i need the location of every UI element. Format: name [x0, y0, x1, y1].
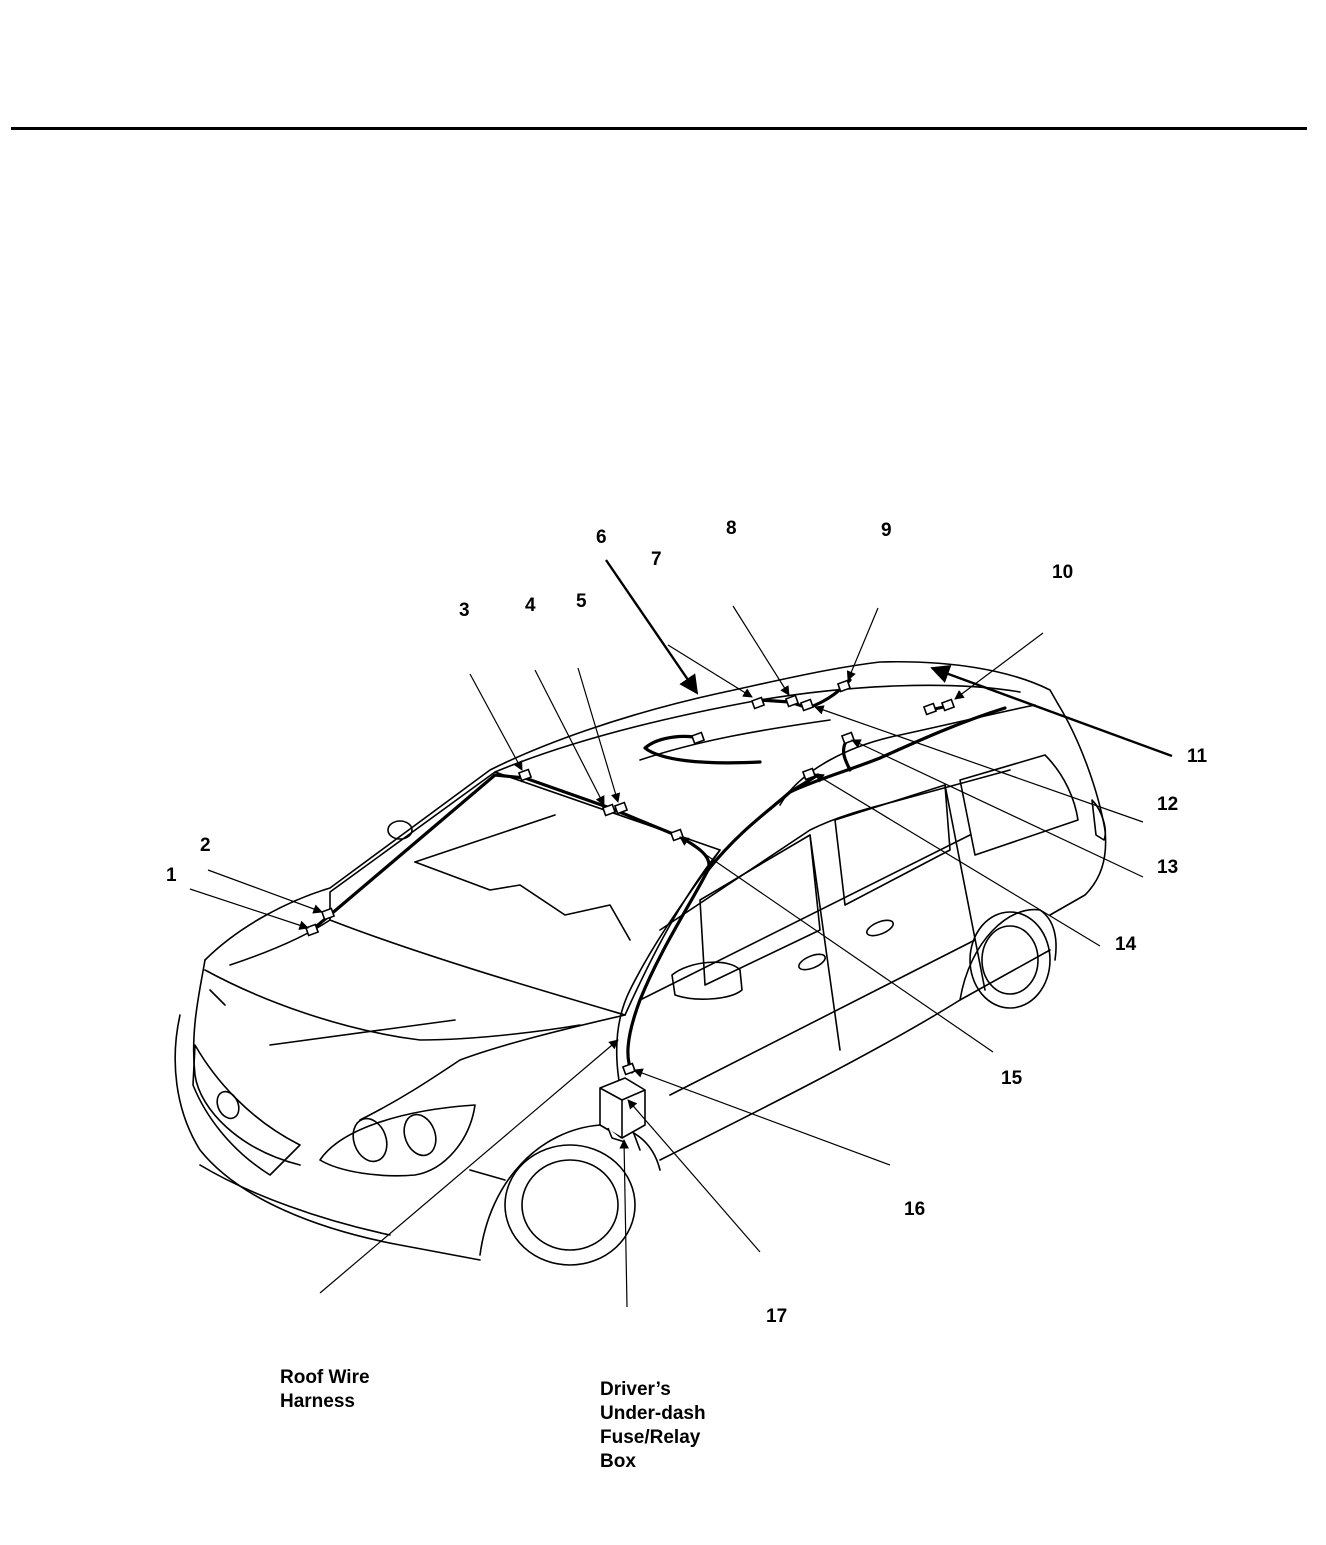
connector-11: [922, 702, 938, 716]
callout-11: 11: [1187, 746, 1208, 767]
callout-16: 16: [904, 1199, 926, 1220]
callout-5: 5: [576, 591, 587, 612]
leader-10: [954, 632, 1044, 700]
connector-8: [799, 698, 815, 712]
fuse-relay-box-label: Driver’s Under-dash Fuse/Relay Box: [600, 1378, 800, 1474]
leader-12: [814, 705, 1144, 823]
callout-10: 10: [1052, 562, 1074, 583]
callout-13: 13: [1157, 857, 1179, 878]
callout-1: 1: [166, 865, 177, 886]
callout-3: 3: [459, 600, 470, 621]
roof-wire-harness-label: Roof Wire Harness: [280, 1366, 480, 1414]
leader-7: [667, 644, 753, 698]
connector-4: [601, 803, 617, 817]
roof-wire-harness: [310, 678, 1007, 1074]
connector-6: [750, 696, 766, 710]
roof-wire-harness-label-line-2: Harness: [280, 1391, 355, 1412]
leader-5: [577, 667, 621, 803]
leader-14: [814, 773, 1101, 947]
callout-4: 4: [525, 595, 536, 616]
connector-1: [304, 923, 320, 937]
leader-3: [469, 673, 523, 771]
callout-2: 2: [200, 835, 211, 856]
roof-wire-harness-label-line-1: Roof Wire: [280, 1367, 370, 1388]
leader-6: [605, 559, 699, 695]
callout-9: 9: [881, 520, 892, 541]
callout-8: 8: [726, 518, 737, 539]
fuse-relay-box: [599, 1077, 646, 1143]
callout-15: 15: [1001, 1068, 1023, 1089]
connector-5: [613, 801, 629, 815]
leader-1: [189, 888, 309, 930]
header-rule: [11, 127, 1307, 130]
connector-13: [840, 731, 856, 745]
callout-12: 12: [1157, 794, 1179, 815]
leader-17: [627, 1099, 761, 1253]
leader-11: [930, 664, 1173, 758]
leader-8: [732, 605, 790, 696]
callout-14: 14: [1115, 934, 1137, 955]
connectors: [304, 679, 956, 1104]
callout-17: 17: [766, 1306, 788, 1327]
fuse-relay-box-label-line-3: Fuse/Relay: [600, 1427, 701, 1448]
callout-7: 7: [651, 549, 662, 570]
connector-9: [836, 679, 852, 693]
connector-7: [784, 694, 800, 708]
connector-10: [940, 698, 956, 712]
leader-13: [851, 739, 1144, 878]
leader-16: [633, 1068, 891, 1166]
fuse-relay-box-label-line-2: Under-dash: [600, 1403, 706, 1424]
connector-3: [517, 768, 533, 782]
connector-2: [320, 907, 336, 921]
leader-9: [846, 607, 879, 681]
connector-14: [801, 767, 817, 781]
leader-15: [679, 836, 994, 1053]
connector-roof-mid: [690, 731, 706, 745]
callout-6: 6: [596, 527, 607, 548]
leader-fuse-box: [619, 1139, 629, 1308]
fuse-relay-box-label-line-4: Box: [600, 1451, 636, 1472]
leader-lines: [189, 559, 1173, 1308]
fuse-relay-box-label-line-1: Driver’s: [600, 1379, 671, 1400]
vehicle-outline: [174, 660, 1107, 1266]
connector-16: [621, 1062, 637, 1076]
leader-4: [534, 669, 605, 806]
leader-2: [207, 869, 323, 914]
leader-roof-harness: [319, 1039, 619, 1294]
